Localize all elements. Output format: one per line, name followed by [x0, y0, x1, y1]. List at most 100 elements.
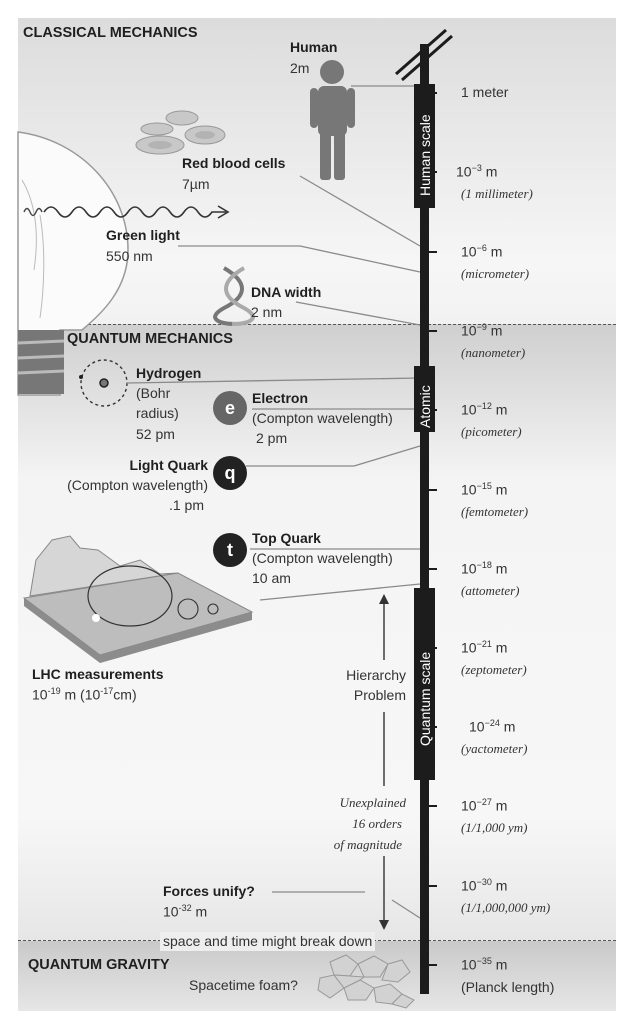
- breakdown-label: space and time might break down: [160, 932, 376, 951]
- tick-sublabel: (micrometer): [461, 266, 530, 281]
- tick-unit: m: [481, 163, 498, 180]
- lhc-base: 10: [32, 686, 48, 703]
- forces-unify-label: Forces unify?: [163, 883, 255, 899]
- tick-base: 10: [461, 322, 477, 339]
- tick-base: 10: [461, 956, 477, 973]
- dna-label: DNA width: [251, 284, 322, 300]
- electron-line1: (Compton wavelength): [252, 410, 393, 426]
- tick-unit: m: [491, 797, 508, 814]
- tick-base: 10: [461, 797, 477, 814]
- tick-exponent: −30: [476, 877, 492, 887]
- quantum-mechanics-heading: QUANTUM MECHANICS: [67, 331, 233, 347]
- tick-unit: m: [486, 322, 503, 339]
- unexplained-line2: 16 orders: [352, 816, 402, 831]
- quantum-gravity-heading: QUANTUM GRAVITY: [28, 957, 170, 973]
- lhc-label: LHC measurements: [32, 666, 164, 682]
- tick-unit: m: [491, 560, 508, 577]
- tick-exponent: −9: [476, 322, 487, 332]
- electron-badge: e: [213, 391, 247, 425]
- hydrogen-size: 52 pm: [136, 426, 175, 442]
- hydrogen-label: Hydrogen: [136, 365, 202, 381]
- light-quark-line1: (Compton wavelength): [67, 477, 208, 493]
- tick-label: 10−3 m: [456, 163, 497, 180]
- tick-sublabel: (picometer): [461, 424, 522, 439]
- tick-label: 10−21 m: [461, 639, 507, 656]
- tick-label: 10−12 m: [461, 401, 507, 418]
- top-quark-size: 10 am: [252, 570, 291, 586]
- tick-sublabel: (1 millimeter): [461, 186, 533, 201]
- tick-marks: [429, 92, 437, 966]
- lhc-mid: m (10: [60, 686, 101, 703]
- tick-base: 10: [461, 481, 477, 498]
- electron-size: 2 pm: [256, 430, 288, 446]
- human-scale-label: Human scale: [417, 114, 433, 196]
- hydrogen-atom-icon: [79, 359, 128, 407]
- red-blood-cells-icon: [135, 110, 226, 155]
- classical-mechanics-heading: CLASSICAL MECHANICS: [23, 25, 198, 41]
- tick-exponent: −15: [476, 481, 492, 491]
- top-quark-badge: t: [213, 533, 247, 567]
- spacetime-foam-icon: [317, 954, 415, 1009]
- atomic-scale-label: Atomic: [417, 385, 433, 428]
- tick-unit: m: [491, 401, 508, 418]
- tick-exponent: −27: [476, 797, 492, 807]
- hydrogen-line1: (Bohr: [136, 385, 171, 401]
- tick-sublabel: (nanometer): [461, 345, 526, 360]
- hierarchy-line2: Problem: [353, 687, 406, 703]
- dna-size: 2 nm: [251, 304, 283, 320]
- tick-label: 10−27 m: [461, 797, 507, 814]
- tick-base: 10: [469, 718, 485, 735]
- rbc-label: Red blood cells: [182, 155, 286, 171]
- light-quark-badge: q: [213, 456, 247, 490]
- leader-lines: [125, 85, 421, 919]
- tick-exponent: −24: [484, 718, 500, 728]
- light-quark-label: Light Quark: [129, 457, 208, 473]
- green-light-label: Green light: [106, 227, 180, 243]
- tick-unit: m: [499, 718, 516, 735]
- forces-unit: m: [191, 903, 208, 920]
- unexplained-line1: Unexplained: [339, 795, 406, 810]
- tick-base: 10: [456, 163, 472, 180]
- scale-bar: [395, 28, 453, 994]
- tick-exponent: −21: [476, 639, 492, 649]
- tick-unit: m: [486, 243, 503, 260]
- unexplained-line3: of magnitude: [333, 837, 402, 852]
- green-light-size: 550 nm: [106, 248, 153, 264]
- light-wave-icon: [43, 206, 226, 218]
- quantum-boundary-line: [18, 324, 616, 325]
- quantum-scale-label: Quantum scale: [417, 651, 433, 746]
- tick-label: 10−24 m: [469, 718, 515, 735]
- tick-unit: m: [491, 639, 508, 656]
- tick-sublabel: (1/1,000,000 ym): [461, 900, 551, 915]
- tick-base: 10: [461, 877, 477, 894]
- tick-base: 10: [461, 639, 477, 656]
- tick-label: 1 meter: [461, 84, 508, 100]
- tick-base: 1 meter: [461, 84, 509, 100]
- tick-sublabel: (1/1,000 ym): [461, 820, 528, 835]
- tick-exponent: −3: [471, 163, 482, 173]
- tick-exponent: −6: [476, 243, 487, 253]
- human-label: Human: [290, 39, 338, 55]
- tick-exponent: −35: [476, 956, 492, 966]
- tick-unit: m: [491, 877, 508, 894]
- light-bulb-icon: [17, 131, 129, 396]
- top-quark-line1: (Compton wavelength): [252, 550, 393, 566]
- forces-base: 10: [163, 903, 179, 920]
- top-quark-label: Top Quark: [252, 530, 321, 546]
- tick-exponent: −12: [476, 401, 492, 411]
- tick-unit: m: [491, 956, 508, 973]
- tick-sublabel: (yactometer): [461, 741, 528, 756]
- lhc-exp1: -19: [47, 686, 61, 696]
- tick-base: 10: [461, 560, 477, 577]
- lhc-size: 10-19 m (10-17cm): [32, 685, 137, 705]
- tick-sublabel: (zeptometer): [461, 662, 527, 677]
- hydrogen-line2: radius): [136, 405, 179, 421]
- hierarchy-arrow: [379, 594, 389, 930]
- lhc-exp2: -17: [100, 686, 114, 696]
- tick-sublabel: (attometer): [461, 583, 520, 598]
- tick-sublabel: (Planck length): [461, 979, 555, 995]
- tick-label: 10−6 m: [461, 243, 502, 260]
- tick-label: 10−30 m: [461, 877, 507, 894]
- tick-exponent: −18: [476, 560, 492, 570]
